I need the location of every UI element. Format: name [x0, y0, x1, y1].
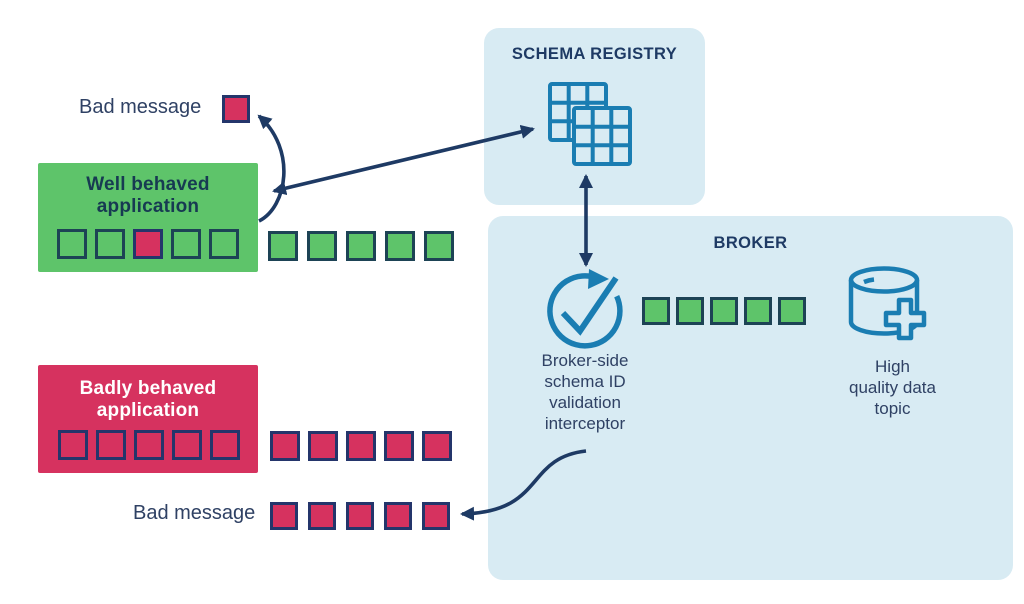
bad-message-square — [172, 430, 202, 460]
good-message-square — [171, 229, 201, 259]
good-message-square — [424, 231, 454, 261]
table-grid-icon — [546, 80, 634, 168]
good-message-square — [778, 297, 806, 325]
database-plus-icon — [843, 264, 931, 352]
cycle-arrowhead — [588, 269, 609, 289]
good-message-square — [268, 231, 298, 261]
schema-registry-title: SCHEMA REGISTRY — [511, 45, 678, 63]
bad-message-square — [308, 431, 338, 461]
good-message-square — [385, 231, 415, 261]
schema-registry-panel: SCHEMA REGISTRY — [484, 28, 705, 205]
cylinder-highlight — [863, 277, 875, 285]
badly-behaved-outside-row — [270, 431, 452, 461]
bad-message-square — [58, 430, 88, 460]
well-behaved-app-label: Well behaved application — [86, 174, 210, 217]
bad-message-square — [308, 502, 336, 530]
front-grid — [572, 106, 632, 166]
bad-message-square — [210, 430, 240, 460]
bad-message-bottom-row — [270, 502, 450, 530]
bad-message-square — [133, 229, 163, 259]
bad-message-top-square-row — [222, 95, 250, 123]
good-message-square — [95, 229, 125, 259]
bad-message-square — [222, 95, 250, 123]
broker-panel: BROKER Broker-side schema ID validation … — [488, 216, 1013, 580]
well-behaved-outside-row — [268, 231, 454, 261]
good-message-square — [57, 229, 87, 259]
bad-message-square — [384, 502, 412, 530]
broker-title: BROKER — [713, 234, 788, 252]
bad-message-top-label: Bad message — [79, 96, 202, 118]
bad-message-square — [384, 431, 414, 461]
good-message-square — [710, 297, 738, 325]
bad-message-square — [134, 430, 164, 460]
badly-behaved-app-label: Badly behaved application — [79, 378, 217, 421]
bad-message-square — [346, 431, 376, 461]
interceptor-label: Broker-side schema ID validation interce… — [541, 351, 629, 434]
good-message-square — [307, 231, 337, 261]
bad-message-square — [270, 502, 298, 530]
good-message-square — [676, 297, 704, 325]
well-behaved-app-box: Well behaved application — [38, 163, 258, 272]
bad-message-square — [346, 502, 374, 530]
well-behaved-inside-row — [57, 229, 239, 259]
good-message-square — [744, 297, 772, 325]
good-message-square — [346, 231, 376, 261]
good-message-square — [642, 297, 670, 325]
topic-label: High quality data topic — [849, 357, 936, 419]
bad-message-square — [422, 502, 450, 530]
broker-queue-row — [642, 297, 806, 325]
bad-message-bottom-label: Bad message — [133, 502, 256, 524]
badly-behaved-app-box: Badly behaved application — [38, 365, 258, 473]
good-message-square — [209, 229, 239, 259]
bad-message-square — [96, 430, 126, 460]
check-cycle-icon — [543, 264, 631, 352]
arrow-app-bad-message — [257, 114, 286, 223]
bad-message-square — [270, 431, 300, 461]
badly-behaved-inside-row — [58, 430, 240, 460]
bad-message-square — [422, 431, 452, 461]
plus-glyph — [883, 297, 927, 341]
